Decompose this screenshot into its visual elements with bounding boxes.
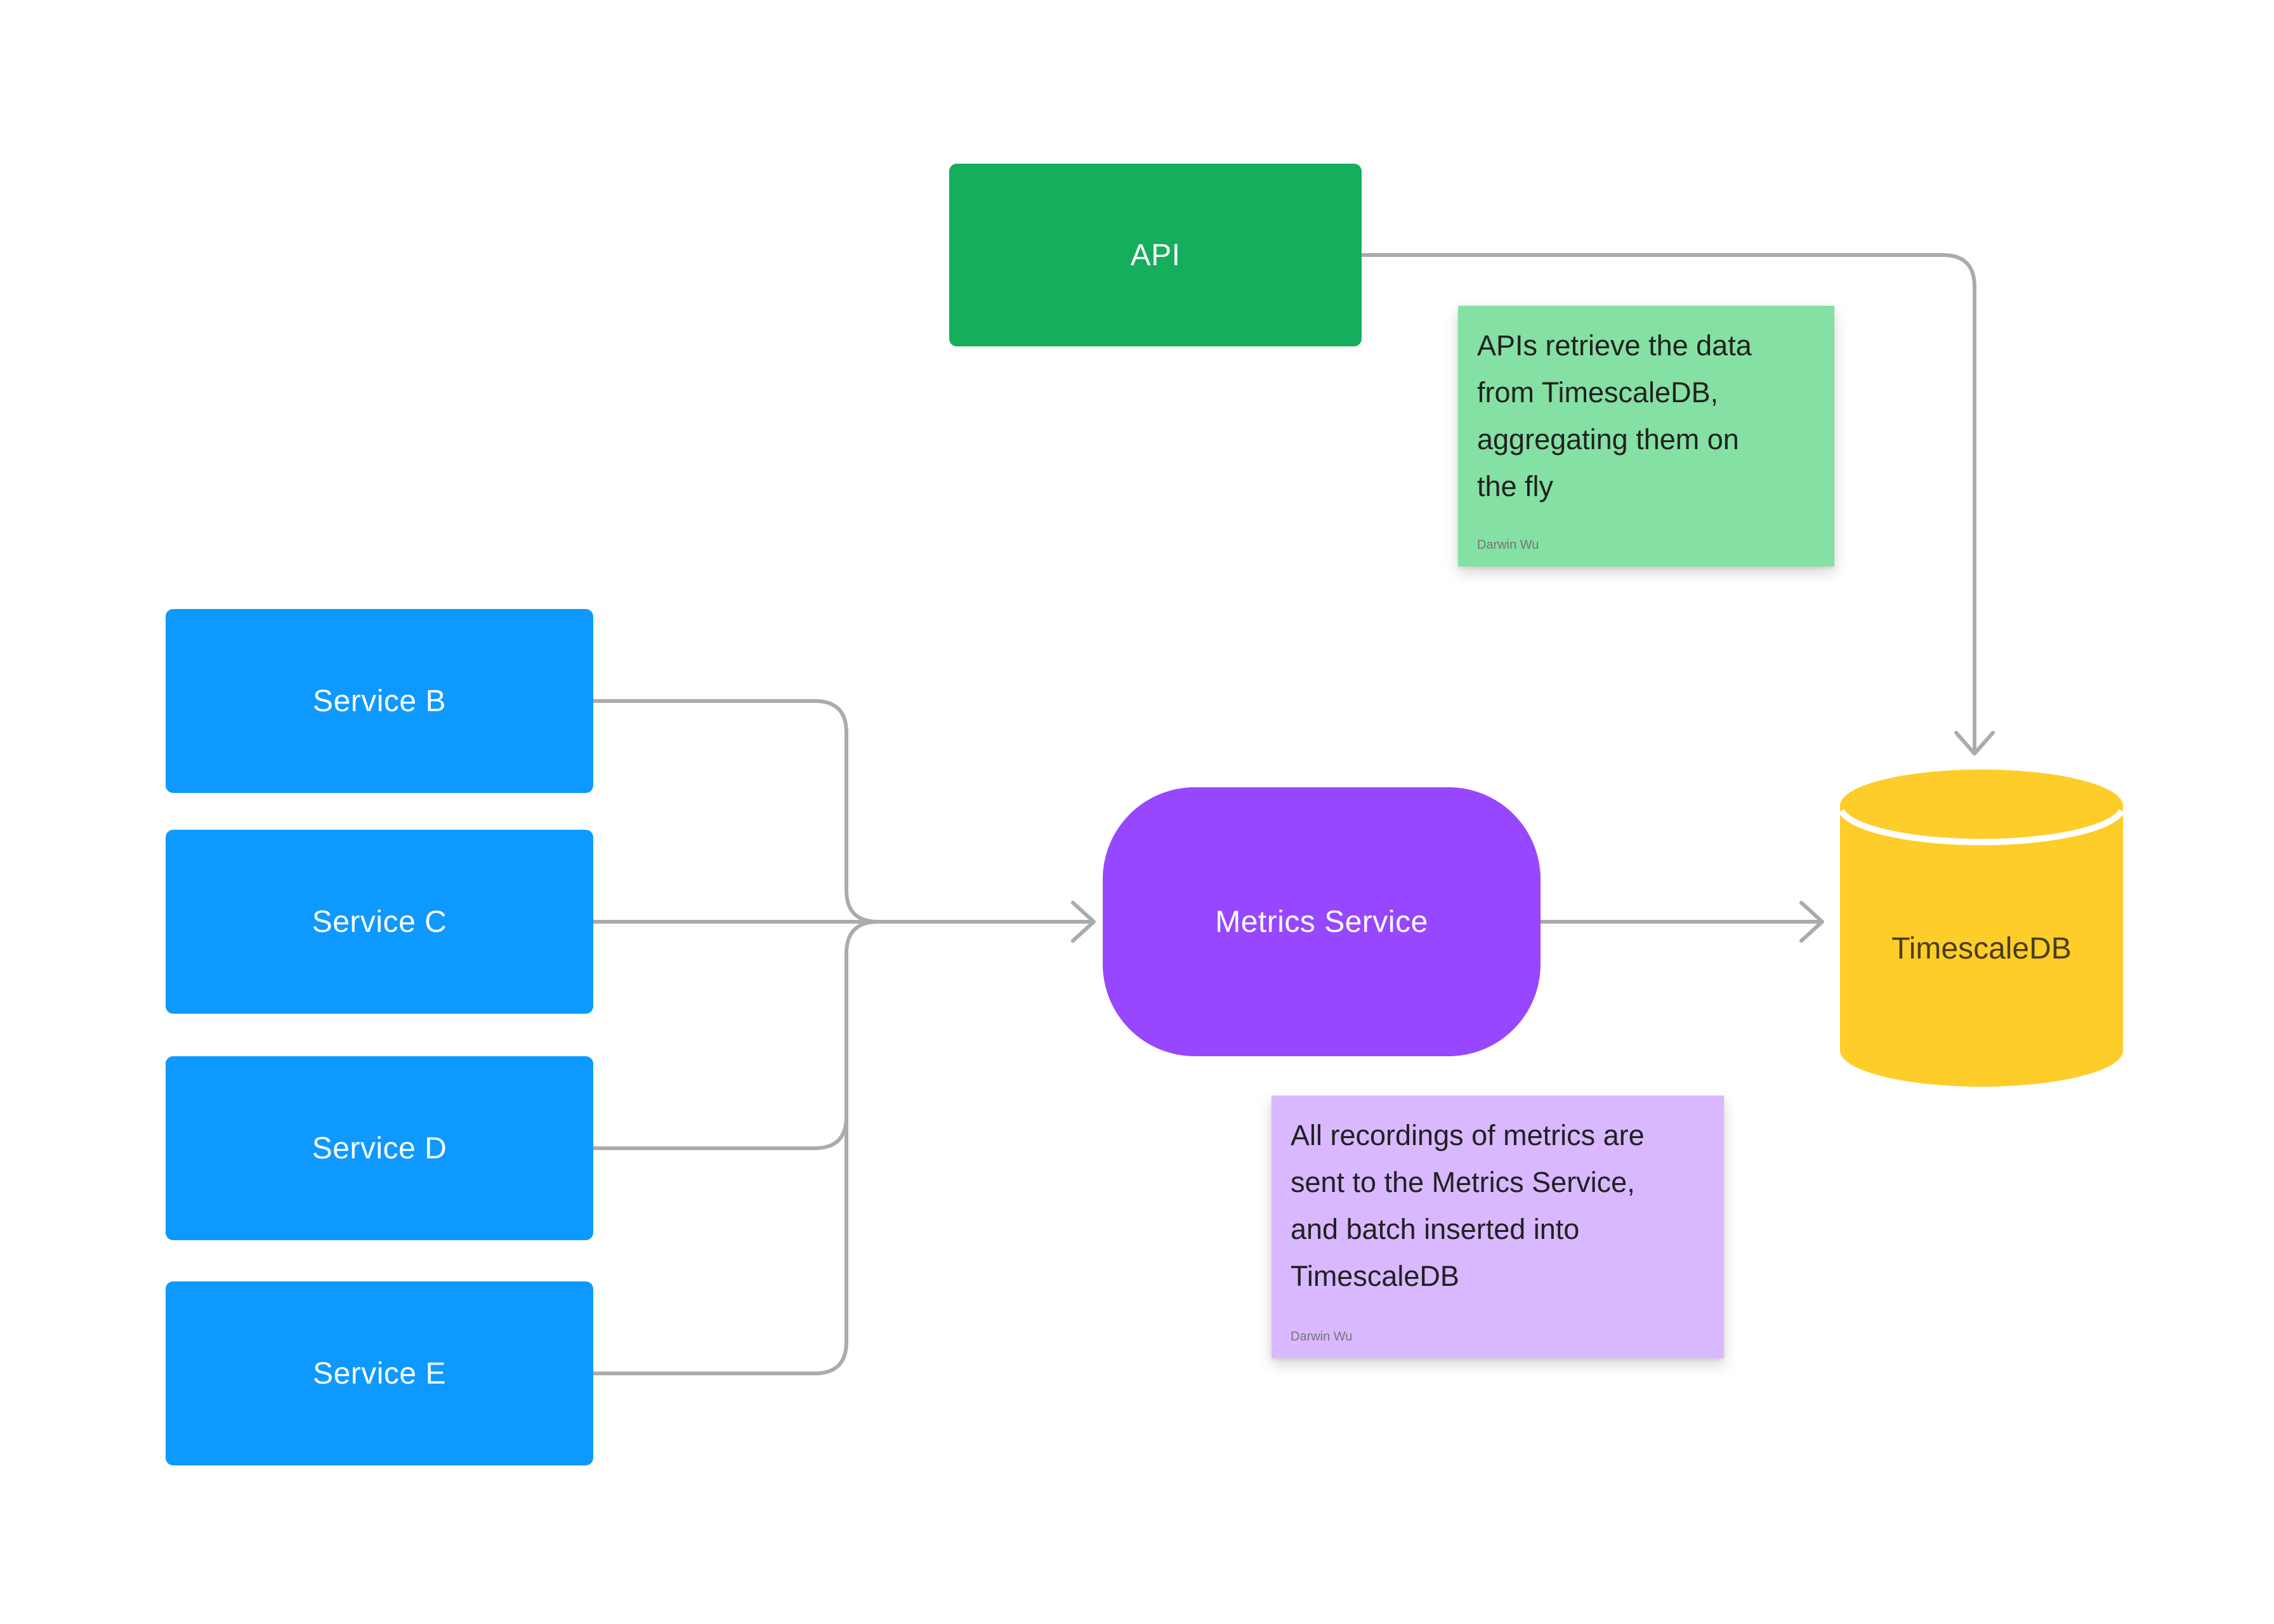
connector-service-c-to-metrics-arrowhead-icon [1071,901,1096,943]
api-sticky-line: from TimescaleDB, [1477,376,1719,409]
metrics-service-node[interactable]: Metrics Service [1103,787,1541,1056]
api-node-label: API [1130,238,1181,272]
service-c-node[interactable]: Service C [166,830,593,1014]
metrics-sticky-note[interactable]: All recordings of metrics are sent to th… [1272,1096,1724,1358]
api-node[interactable]: API [949,164,1362,346]
timescaledb-cylinder[interactable] [1838,769,2125,1087]
timescaledb-cylinder-divider [1838,809,2125,846]
api-sticky-line: aggregating them on [1477,423,1739,455]
timescaledb-label: TimescaleDB [1891,932,2072,966]
service-d-node[interactable]: Service D [166,1056,593,1240]
service-c-label: Service C [312,905,447,939]
connector-service-d-to-metrics[interactable] [591,1115,848,1150]
metrics-sticky-line: All recordings of metrics are [1291,1119,1645,1151]
service-e-label: Service E [313,1356,446,1391]
connector-api-to-timescaledb-arrowhead-icon [1954,731,1995,756]
service-d-label: Service D [312,1131,447,1165]
service-e-node[interactable]: Service E [166,1281,593,1465]
metrics-sticky-line: TimescaleDB [1291,1260,1459,1292]
api-sticky-note[interactable]: APIs retrieve the data from TimescaleDB,… [1458,306,1834,566]
api-sticky-author: Darwin Wu [1477,538,1539,552]
metrics-sticky-line: and batch inserted into [1291,1213,1580,1245]
connector-metrics-to-timescaledb-arrowhead-icon [1799,901,1824,943]
connector-service-e-to-metrics[interactable] [591,920,880,1375]
connector-api-to-timescaledb[interactable] [1360,253,1976,754]
metrics-sticky-author: Darwin Wu [1291,1330,1353,1344]
api-sticky-line: the fly [1477,470,1554,502]
timescaledb-cylinder-top [1840,769,2123,842]
service-b-label: Service B [313,684,446,718]
metrics-service-label: Metrics Service [1215,905,1428,939]
api-sticky-line: APIs retrieve the data [1477,329,1752,362]
timescaledb-cylinder-body [1840,806,2123,1087]
metrics-sticky-line: sent to the Metrics Service, [1291,1166,1635,1198]
service-b-node[interactable]: Service B [166,609,593,793]
connector-service-b-to-metrics[interactable] [591,699,880,924]
